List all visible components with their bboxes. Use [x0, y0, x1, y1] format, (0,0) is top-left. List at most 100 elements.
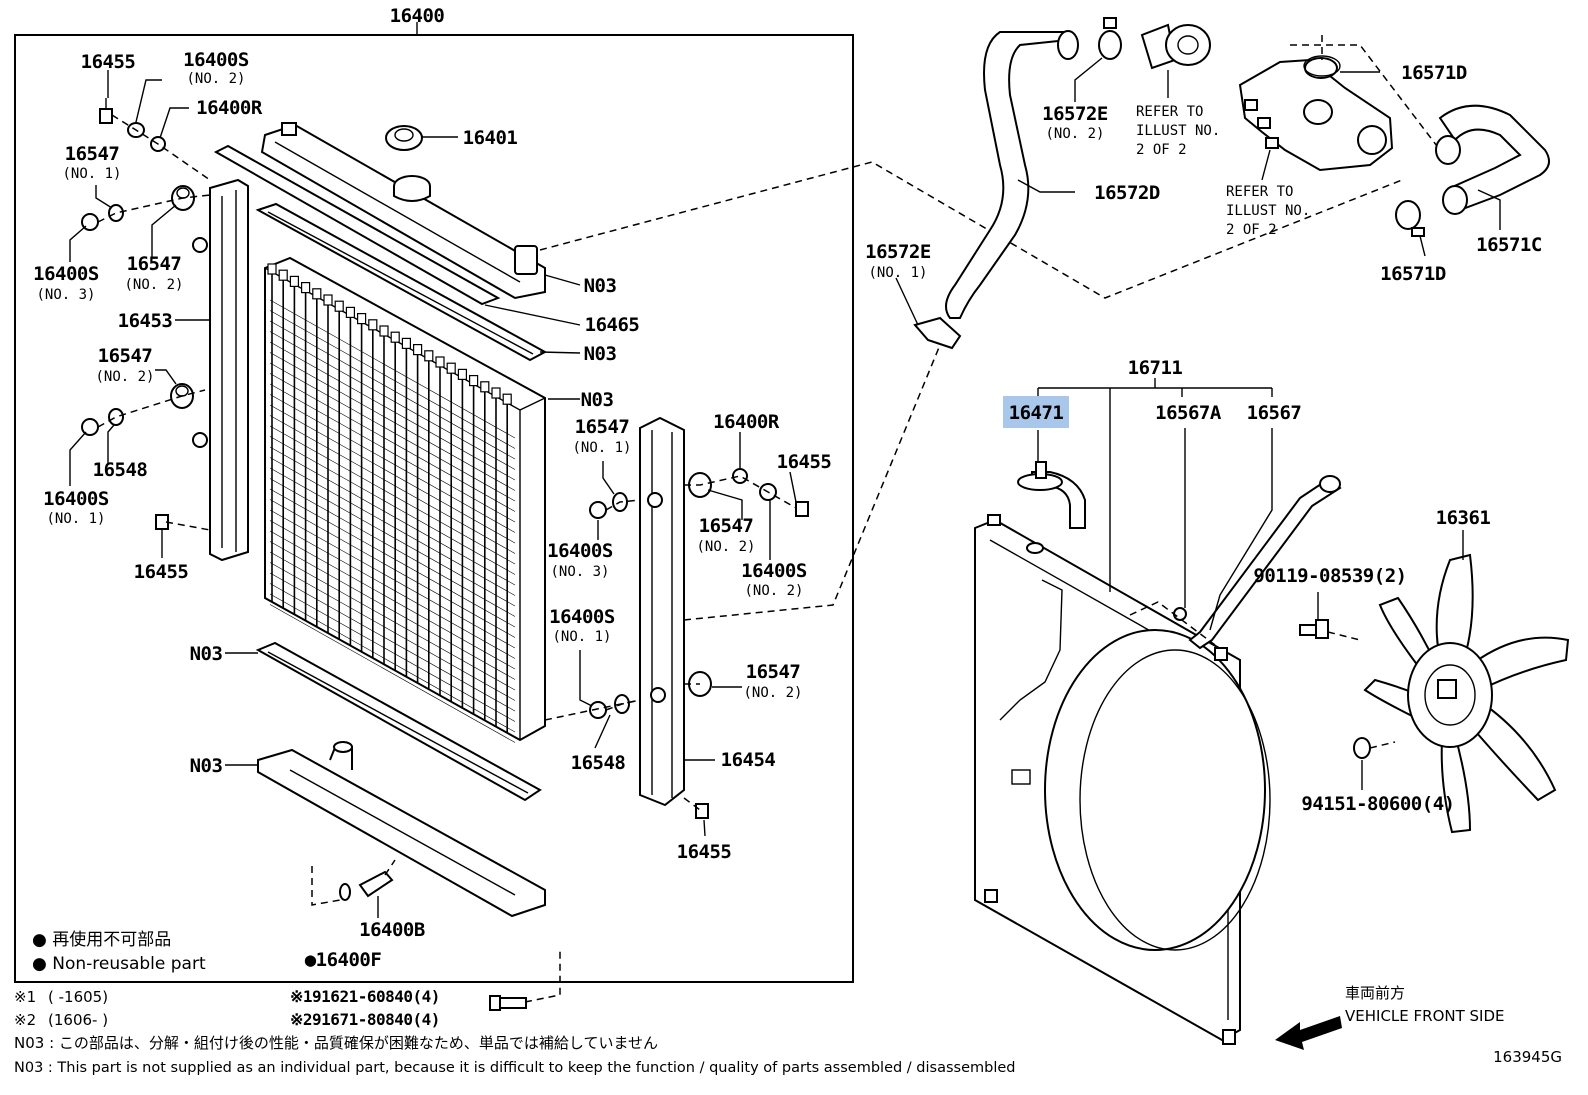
label-16571c[interactable]: 16571C [1476, 234, 1542, 256]
label-n03-core[interactable]: N03 [581, 389, 614, 411]
core-tube-end [312, 288, 322, 300]
label-16400s-no3-left[interactable]: 16400S [33, 263, 99, 285]
core-fin [269, 583, 516, 722]
hose-16571c [1435, 104, 1550, 215]
core-fin [269, 446, 516, 586]
selected-part-highlight [1003, 396, 1069, 428]
core-tube-end [413, 344, 423, 356]
figure-id: 163945G [1493, 1048, 1562, 1066]
label-refer1-line1[interactable]: REFER TO [1136, 104, 1203, 120]
label-refer2-line1[interactable]: REFER TO [1226, 184, 1293, 200]
nut-16400r-right [732, 468, 748, 484]
label-16547-no1-right[interactable]: 16547 [575, 416, 630, 438]
core-tube-end [457, 368, 467, 380]
label-16548-left[interactable]: 16548 [93, 459, 148, 481]
shroud-hose-16471 [1017, 461, 1086, 529]
core-tube-end [424, 350, 434, 362]
bolt-90119 [1299, 619, 1329, 639]
label-no2-right-lower: (NO. 2) [743, 685, 802, 701]
thermostat-housing-refer [1238, 57, 1394, 172]
grommet-16400s-no1-left [81, 418, 99, 436]
label-16572e-no2[interactable]: 16572E [1042, 103, 1108, 125]
core-fin [269, 551, 516, 691]
direction-en: VEHICLE FRONT SIDE [1345, 1007, 1505, 1025]
core-tube-end [323, 294, 333, 306]
label-16572d[interactable]: 16572D [1094, 182, 1160, 204]
core-tube-end [368, 319, 378, 331]
core-fin [269, 520, 516, 659]
label-16455-left[interactable]: 16455 [134, 561, 189, 583]
core-fin [269, 352, 516, 491]
core-fin [269, 310, 516, 449]
label-16454[interactable]: 16454 [721, 749, 776, 771]
label-16711[interactable]: 16711 [1128, 357, 1183, 379]
label-16547-no2-left-lower[interactable]: 16547 [98, 345, 153, 367]
label-no3-right: (NO. 3) [550, 564, 609, 580]
core-fin [269, 572, 516, 712]
label-16571d-lower[interactable]: 16571D [1380, 263, 1446, 285]
lower-tank [257, 741, 546, 918]
side-support-left [192, 178, 249, 562]
label-16455-right-top[interactable]: 16455 [777, 451, 832, 473]
label-no2-hose: (NO. 2) [1045, 126, 1104, 142]
label-16400s-no2-right[interactable]: 16400S [741, 560, 807, 582]
label-16571d-upper[interactable]: 16571D [1401, 62, 1467, 84]
label-16400s-no2-top[interactable]: 16400S [183, 49, 249, 71]
label-94151[interactable]: 94151-80600(4) [1301, 793, 1455, 815]
bolt-91621 [489, 995, 527, 1011]
cooling-fan [1363, 553, 1570, 834]
core-fin [269, 383, 516, 523]
label-16400f[interactable]: ●16400F [305, 949, 382, 971]
label-16567[interactable]: 16567 [1247, 402, 1302, 424]
label-refer1-line2: ILLUST NO. [1136, 123, 1220, 139]
core-fin [269, 499, 516, 638]
footnote-bolt1[interactable]: ※191621-60840(4) [290, 987, 440, 1006]
gasket-n03-bottom [255, 641, 542, 802]
core-fin [269, 436, 516, 575]
core-fin [269, 541, 516, 680]
label-90119[interactable]: 90119-08539(2) [1253, 565, 1407, 587]
label-16400r-right[interactable]: 16400R [713, 411, 780, 433]
label-16400s-no1-right[interactable]: 16400S [549, 606, 615, 628]
label-16465[interactable]: 16465 [585, 314, 640, 336]
clamp-16572e-no2 [1098, 17, 1122, 60]
label-n03-gasket-bottom[interactable]: N03 [190, 643, 223, 665]
core-fin [269, 299, 516, 439]
core-tube-end [469, 375, 479, 387]
label-16400s-no1-left[interactable]: 16400S [43, 488, 109, 510]
core-fin [269, 331, 516, 470]
label-16455-right-bottom[interactable]: 16455 [677, 841, 732, 863]
label-16400b[interactable]: 16400B [359, 919, 425, 941]
label-16567a[interactable]: 16567A [1155, 402, 1222, 424]
nut-94151 [1353, 737, 1371, 759]
label-n03-gasket-top[interactable]: N03 [584, 343, 617, 365]
label-16572e-no1[interactable]: 16572E [865, 241, 931, 263]
core-fin [269, 530, 516, 670]
label-no2-right: (NO. 2) [744, 583, 803, 599]
label-16401[interactable]: 16401 [463, 127, 518, 149]
core-fin [269, 604, 516, 743]
label-16453[interactable]: 16453 [118, 310, 173, 332]
label-16548-right[interactable]: 16548 [571, 752, 626, 774]
label-16547-no2-right-upper[interactable]: 16547 [699, 515, 754, 537]
label-16547-no2-right-lower[interactable]: 16547 [746, 661, 801, 683]
label-16400[interactable]: 16400 [390, 5, 445, 27]
label-n03-lower-tank[interactable]: N03 [190, 755, 223, 777]
side-support-right [639, 416, 685, 807]
clamp-16571d-upper [1303, 55, 1341, 77]
footnote-bolt2[interactable]: ※291671-80840(4) [290, 1010, 440, 1029]
label-16361[interactable]: 16361 [1436, 507, 1491, 529]
core-tube-end [401, 337, 411, 349]
label-16547-no2-left-upper[interactable]: 16547 [127, 253, 182, 275]
label-16471[interactable]: 16471 [1009, 402, 1064, 424]
label-16400r-top[interactable]: 16400R [196, 97, 263, 119]
label-16400s-no3-right[interactable]: 16400S [547, 540, 613, 562]
core-tube-end [390, 331, 400, 343]
label-n03-tank[interactable]: N03 [584, 275, 617, 297]
core-tube-end [491, 387, 501, 399]
label-16455-top[interactable]: 16455 [81, 51, 136, 73]
label-16547-no1-top[interactable]: 16547 [65, 143, 120, 165]
core-fin [269, 373, 516, 512]
core-fin [269, 467, 516, 607]
